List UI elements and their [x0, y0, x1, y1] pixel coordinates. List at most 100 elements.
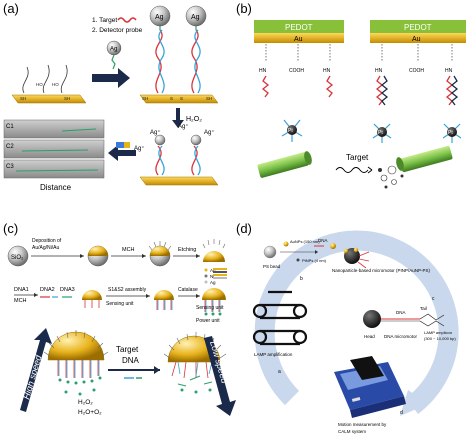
nano-motor-label: Nanoparticle-based micromotor (PINP/AuNP…: [332, 268, 431, 273]
dna-micromotor-label: DNA micromotor: [384, 334, 418, 339]
assembly-label: S1&S2 assembly: [108, 287, 147, 293]
dissolve-gold-substrate: [139, 176, 219, 186]
sio2-sphere: [7, 245, 29, 267]
high-speed-arrow: [20, 328, 52, 412]
lamp-label: LAMP amplification: [254, 352, 293, 357]
motion-label: CALM system: [338, 429, 366, 434]
target-arrow-head-icon: [367, 166, 373, 174]
oxygen-bubbles: [378, 165, 404, 189]
legend-au-label: Au: [210, 268, 216, 273]
right-gold-substrate: [139, 94, 219, 104]
cap-with-sensing: [154, 290, 174, 310]
calm-instrument: [334, 356, 406, 418]
target-label-c: Target: [116, 345, 139, 354]
ag-particle-1-label: Ag: [155, 14, 164, 21]
hn-label-right-1: HN: [375, 68, 383, 74]
panel-c: (c) SiO₂ Deposition of Au/Ag/Ni/Au MCH E…: [3, 221, 236, 416]
ptnps-label: PtNPs (4 nm): [302, 258, 327, 263]
janus-cap: [202, 239, 226, 262]
cooh-label-left: COOH: [289, 68, 304, 74]
channel-c3-label: C3: [6, 164, 14, 170]
hn-label-left-1: HN: [259, 68, 267, 74]
motion-label-line-1: Motion measurement by: [338, 422, 387, 427]
high-speed-motor: [43, 330, 109, 396]
dna-micromotor-head: [363, 310, 381, 328]
battery-icon: [116, 142, 124, 148]
head-label: Head: [364, 334, 375, 339]
dna3-label: DNA3: [60, 287, 75, 293]
panel-b: (b) PEDOT Au HN COOH HN Pt PEDOT Au: [236, 1, 466, 189]
target-dna-icon: [117, 17, 137, 23]
right-s-label-2: S: [180, 96, 183, 101]
arrow-measure: [108, 145, 136, 161]
low-speed-arrow: [204, 336, 236, 416]
aunp-icon: [283, 241, 289, 247]
layer-legend: Au Ni Ag: [204, 268, 227, 285]
channel-c1: C1: [3, 119, 105, 139]
panel-d-label: (d): [236, 221, 252, 236]
lamp-structure: [252, 290, 308, 346]
arrow-dissolve: [172, 108, 184, 128]
power-unit-label: Power unit: [196, 318, 220, 324]
hybridized-strand-right-1: [375, 75, 389, 106]
h2o2-label-a: H₂O₂: [186, 116, 202, 123]
dna1-label: DNA1: [14, 287, 29, 293]
aunp-icon-2: [330, 243, 336, 249]
right-s-label-1: S: [170, 96, 173, 101]
aunps-label: AuNPs (150 nm): [290, 239, 320, 244]
cooh-label-right: COOH: [409, 68, 424, 74]
target-dna-label: DNA: [122, 356, 140, 365]
hn-label-right-2: HN: [445, 68, 453, 74]
channel-c2: C2: [3, 139, 105, 159]
channel-c3: C3: [3, 159, 105, 179]
ps-bead: [263, 245, 277, 259]
h2o-o2-label: H₂O+O₂: [78, 409, 102, 416]
left-probe-strand-1: [22, 66, 29, 94]
mch-label-1: MCH: [122, 247, 135, 253]
left-ho-label-1: HO: [36, 82, 43, 87]
detector-probe-ag-label: Ag: [110, 47, 117, 53]
battery-cap-icon: [124, 142, 130, 148]
au-label-right: Au: [412, 36, 421, 43]
coated-sphere: [87, 245, 109, 267]
cycle-band: [254, 230, 459, 414]
ag-ion-label-4: Ag⁺: [134, 145, 145, 152]
deposition-label-line-1: Deposition of: [32, 238, 62, 244]
panel-b-label: (b): [236, 1, 252, 16]
step-c-label: c: [432, 296, 435, 302]
pedot-label-right: PEDOT: [404, 23, 432, 32]
ptnp-icon: [296, 258, 300, 262]
capture-probe-left-1: [261, 75, 270, 98]
pt-label-left: Pt: [288, 128, 293, 134]
channel-c1-label: C1: [6, 124, 14, 130]
pt-particle-left: Pt: [281, 119, 303, 142]
pt-label-right-1: Pt: [378, 130, 383, 136]
step-a-label: a: [278, 369, 281, 375]
panel-d: (d) PS bead AuNPs (150 nm) PtNPs (4 nm) …: [236, 221, 459, 434]
micromotor-tube-left: [257, 151, 312, 178]
sio2-label: SiO₂: [11, 255, 24, 261]
ag-ion-label-2: Ag⁺: [178, 123, 189, 130]
channel-c2-label: C2: [6, 144, 14, 150]
sensing-unit-label-b: Sensing unit: [196, 305, 224, 311]
right-sh-label-2: SH: [206, 96, 212, 101]
tail-label: Tail: [420, 306, 427, 311]
high-speed-label: High speed: [21, 353, 43, 400]
sensing-unit-label-a: Sensing unit: [106, 301, 134, 307]
ag-fragment-2: [190, 134, 202, 146]
dissolve-helix-1: [155, 145, 165, 176]
ag-ion-label-1: Ag⁺: [150, 129, 161, 136]
pedot-layer-left: [254, 20, 344, 33]
lamp-amplicon-icon: [419, 313, 445, 327]
ag-ion-label-3: Ag⁺: [204, 129, 215, 136]
ag-particle-2-label: Ag: [191, 14, 200, 21]
left-sh-label-1: SH: [20, 96, 26, 101]
lamp-amplicon-label: LAMP amplicon: [424, 330, 452, 335]
mch-label-2: MCH: [14, 298, 27, 304]
h2o2-label-c: H₂O₂: [78, 399, 93, 406]
dna-label-top: DNA: [318, 238, 328, 243]
right-sh-label-1: SH: [142, 96, 148, 101]
ag-particle-2: [185, 5, 207, 27]
